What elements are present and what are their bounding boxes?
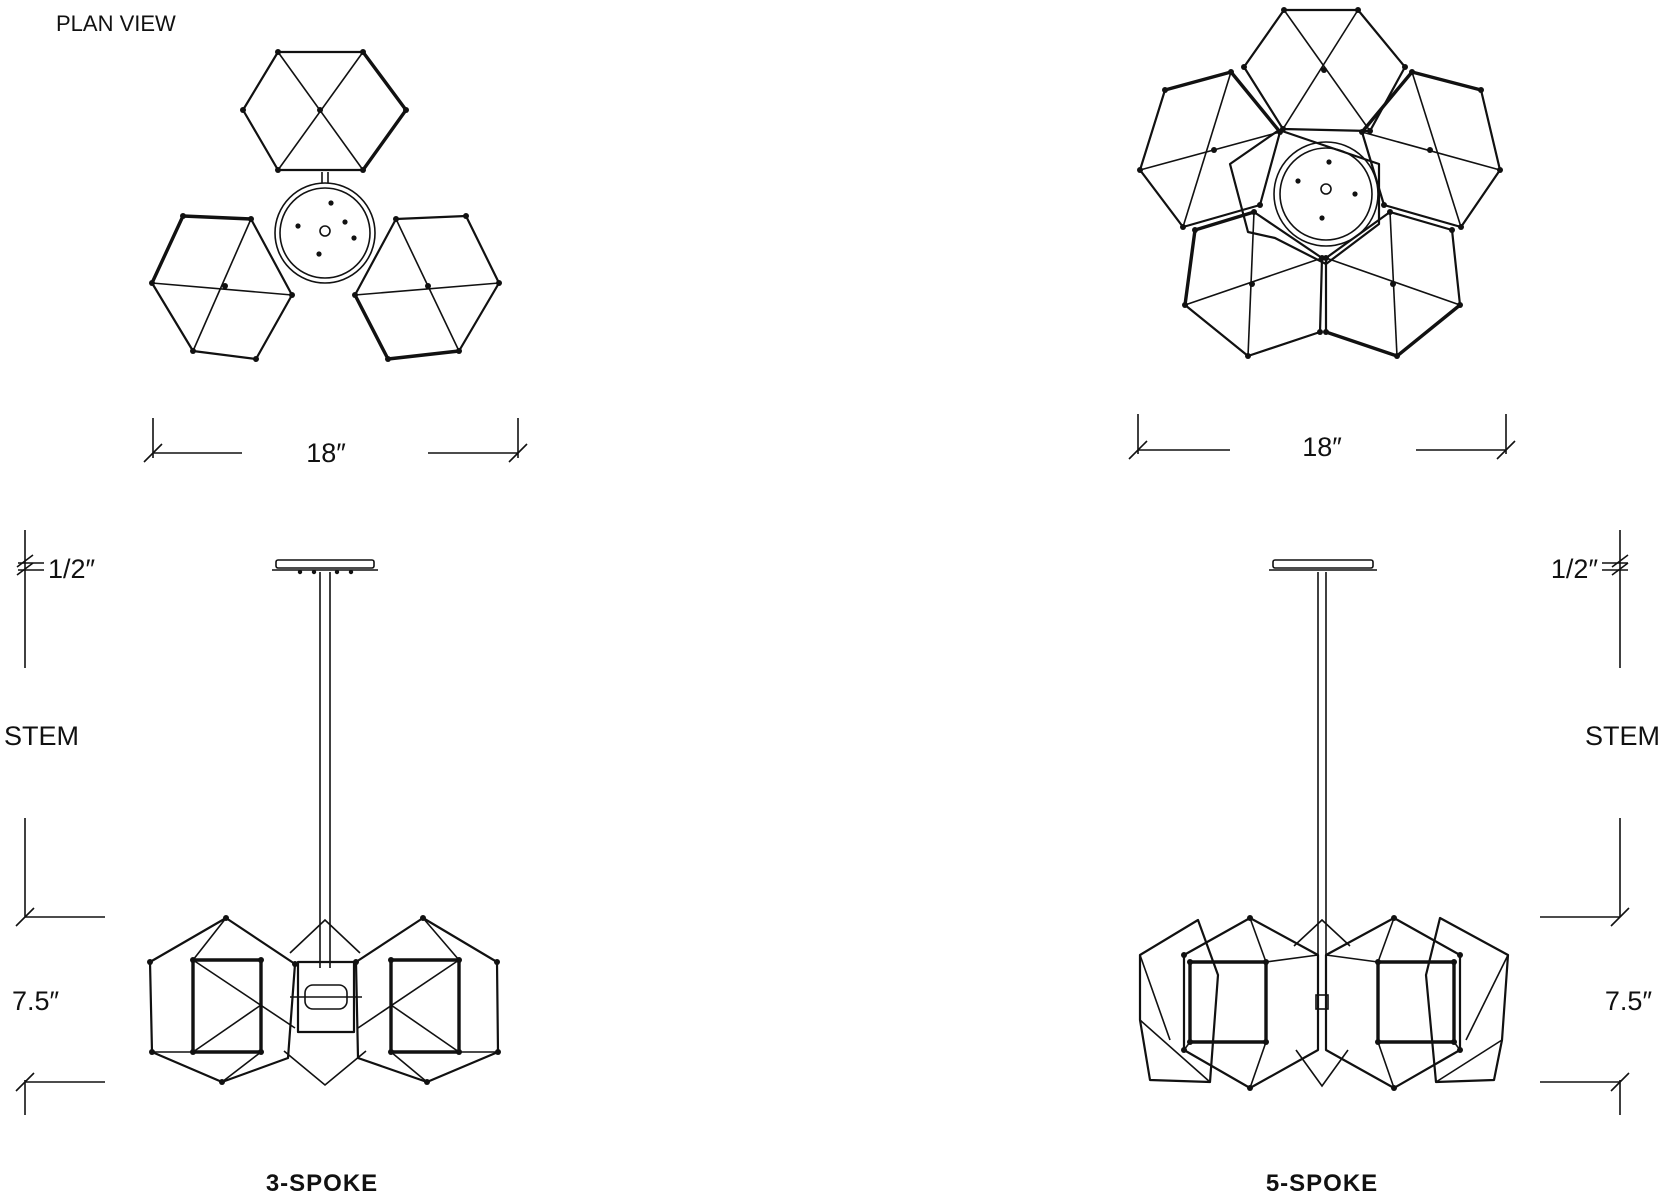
elev-3-body [147, 915, 501, 1087]
dim-body-right-label: 7.5″ [1605, 986, 1653, 1016]
elevation-5-spoke [1138, 559, 1510, 1091]
plan-3-module-left-joints [149, 213, 295, 362]
plan-5-module-lower-left [1182, 209, 1325, 359]
plan-3-spoke [149, 49, 502, 362]
plan-3-hub [274, 172, 376, 284]
elev-3-right-joints [353, 915, 501, 1085]
dim-body-left-label: 7.5″ [12, 986, 60, 1016]
plan-5-module-lower-right-joints [1323, 209, 1463, 359]
dim-width-5: 18″ [1128, 414, 1516, 462]
plan-3-module-left [149, 213, 295, 362]
plan-view-title: PLAN VIEW [56, 11, 176, 36]
caption-5-spoke: 5-SPOKE [1266, 1170, 1378, 1197]
dim-width-3-label: 18″ [306, 438, 346, 468]
plan-5-module-lower-left-joints [1182, 209, 1325, 359]
plan-5-module-upper-right [1359, 69, 1503, 230]
plan-5-spoke [1137, 7, 1503, 359]
plan-5-module-upper-right-joints [1359, 69, 1503, 230]
dim-stem-left-label: STEM [4, 721, 79, 751]
plan-5-module-top-joints [1241, 7, 1408, 134]
plan-5-module-upper-left [1137, 69, 1283, 230]
elev-3-stem [319, 572, 331, 968]
dim-height-3: 1/2″ STEM 7.5″ [4, 530, 105, 1115]
plan-3-module-right [352, 213, 502, 362]
plan-5-hub [1228, 128, 1381, 266]
plan-5-module-upper-left-joints [1137, 69, 1283, 230]
plan-3-module-right-joints [352, 213, 502, 362]
plan-5-module-top [1241, 7, 1408, 134]
plan-5-module-lower-right [1323, 209, 1463, 359]
dim-stem-right-label: STEM [1585, 721, 1660, 751]
elev-5-front-left-joints [1181, 915, 1269, 1091]
plan-3-module-top-joints [240, 49, 409, 173]
plan-3-module-top [240, 49, 409, 173]
elev-5-canopy [1269, 559, 1377, 571]
dim-canopy-left-label: 1/2″ [48, 554, 96, 584]
elev-5-body [1138, 915, 1510, 1091]
elev-3-canopy [272, 559, 378, 575]
dim-height-5: 1/2″ STEM 7.5″ [1540, 530, 1660, 1115]
caption-3-spoke: 3-SPOKE [266, 1170, 378, 1197]
elev-3-left-joints [147, 915, 298, 1085]
dim-width-5-label: 18″ [1302, 432, 1342, 462]
elev-5-stem [1317, 572, 1327, 1050]
dim-width-3: 18″ [143, 418, 528, 468]
dim-canopy-right-label: 1/2″ [1551, 554, 1599, 584]
elevation-3-spoke [147, 559, 501, 1087]
elev-5-front-right-joints [1375, 915, 1463, 1091]
